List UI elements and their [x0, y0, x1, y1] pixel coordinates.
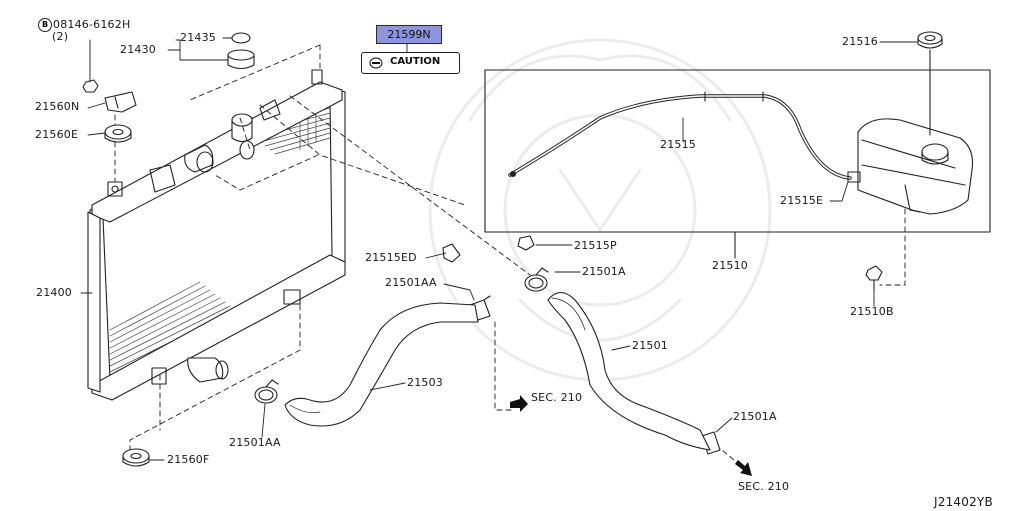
highlighted-part-box: 21599N — [376, 25, 442, 44]
reservoir-cap — [917, 31, 943, 136]
hose-21503 — [284, 302, 479, 427]
dashed-leaders — [114, 44, 906, 466]
label-21515e: 21515E — [780, 194, 824, 207]
label-21515p: 21515P — [574, 239, 617, 252]
label-21501a-upper: 21501A — [582, 265, 626, 278]
hose-21501 — [547, 291, 711, 451]
label-08146-6162h: 08146-6162H — [53, 18, 131, 31]
diagram-code: J21402YB — [934, 495, 993, 509]
sec210-arrows — [510, 395, 752, 476]
label-21516: 21516 — [842, 35, 878, 48]
label-08146-qty: (2) — [52, 30, 69, 43]
radiator-cap — [227, 32, 255, 70]
arrow-icon — [510, 395, 528, 412]
label-21503: 21503 — [407, 376, 443, 389]
label-sec210-mid: SEC. 210 — [531, 391, 583, 404]
watermark — [428, 38, 772, 382]
label-21430: 21430 — [120, 43, 156, 56]
arrow-icon — [735, 460, 752, 476]
label-21510: 21510 — [712, 259, 748, 272]
label-21560n: 21560N — [35, 100, 80, 113]
bolt-08146 — [82, 79, 99, 93]
bolt-symbol-icon: B — [38, 18, 52, 32]
label-sec210-bottom: SEC. 210 — [738, 480, 790, 493]
radiator — [87, 69, 346, 401]
bracket-21560n — [104, 91, 137, 113]
clip-21515ed — [442, 243, 461, 263]
label-21560f: 21560F — [167, 453, 210, 466]
label-21501aa-upper: 21501AA — [385, 276, 437, 289]
clip-21515p — [517, 235, 535, 251]
clamp-21501aa-lower — [254, 379, 279, 404]
label-21400: 21400 — [36, 286, 72, 299]
caution-icon — [369, 57, 383, 69]
label-21501: 21501 — [632, 339, 668, 352]
label-21599n: 21599N — [387, 28, 431, 41]
caution-label: CAUTION — [361, 52, 460, 74]
label-21501aa-lower: 21501AA — [229, 436, 281, 449]
mount-21560e — [104, 124, 132, 143]
caution-text: CAUTION — [390, 56, 441, 67]
label-21510b: 21510B — [850, 305, 894, 318]
mount-21560f — [122, 448, 150, 467]
label-21560e: 21560E — [35, 128, 79, 141]
reservoir-group-box — [484, 69, 991, 233]
bolt-21510b — [865, 265, 883, 291]
label-21501a-lower: 21501A — [733, 410, 777, 423]
label-21515: 21515 — [660, 138, 696, 151]
label-21515ed: 21515ED — [365, 251, 417, 264]
reservoir-tank — [847, 118, 974, 215]
overflow-hose — [508, 91, 852, 180]
label-21435: 21435 — [180, 31, 216, 44]
clamp-21501a-upper — [524, 267, 549, 292]
